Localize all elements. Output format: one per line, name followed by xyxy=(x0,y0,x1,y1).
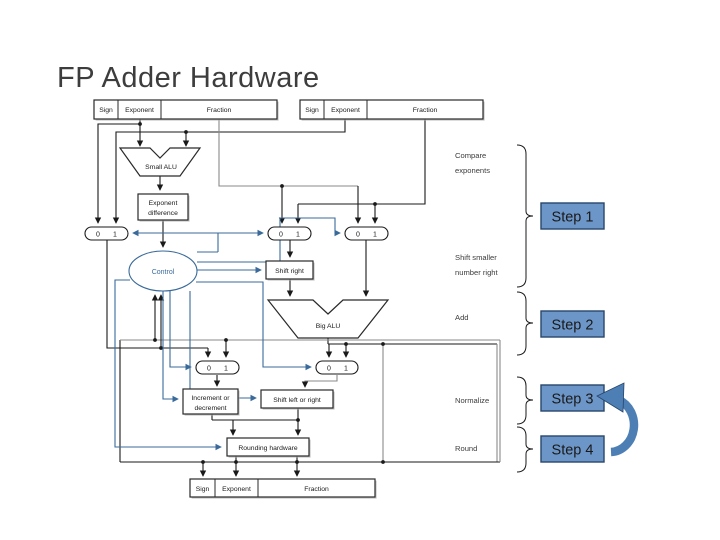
mux-exponent-adjust: 0 1 xyxy=(195,360,240,375)
wire-junction-dots xyxy=(138,122,385,464)
register-top-left: Sign Exponent Fraction xyxy=(93,99,279,121)
datapath-wires xyxy=(94,119,501,477)
svg-text:exponents: exponents xyxy=(455,166,490,175)
field-fraction: Fraction xyxy=(413,107,438,114)
rounding-hardware-block: Rounding hardware xyxy=(226,437,311,458)
stage-round: Round xyxy=(455,444,477,453)
svg-text:1: 1 xyxy=(113,232,117,239)
field-sign: Sign xyxy=(196,486,210,493)
stage-labels: Compare exponents Shift smaller number r… xyxy=(455,151,499,453)
field-fraction: Fraction xyxy=(207,107,232,114)
svg-text:1: 1 xyxy=(373,232,377,239)
step-1-box: Step 1 xyxy=(540,202,605,230)
small-alu-label: Small ALU xyxy=(145,164,177,171)
svg-text:Shift left or right: Shift left or right xyxy=(273,397,321,404)
step-2-box: Step 2 xyxy=(540,310,605,338)
svg-text:Exponent: Exponent xyxy=(149,200,178,207)
svg-text:Shift right: Shift right xyxy=(275,268,304,275)
svg-text:number right: number right xyxy=(455,268,499,277)
mux-fraction-small-select: 0 1 xyxy=(267,226,312,241)
field-exponent: Exponent xyxy=(125,107,154,114)
step-3-box: Step 3 xyxy=(540,384,605,412)
step-braces xyxy=(516,144,534,473)
big-alu-label: Big ALU xyxy=(316,323,341,330)
step-4-box: Step 4 xyxy=(540,435,605,463)
svg-text:0: 0 xyxy=(279,232,283,239)
svg-text:Control: Control xyxy=(152,269,175,276)
mux-normalize-select: 0 1 xyxy=(315,360,359,375)
increment-decrement-block: Increment or decrement xyxy=(182,388,240,416)
stage-normalize: Normalize xyxy=(455,396,489,405)
svg-text:Step 4: Step 4 xyxy=(552,443,594,459)
stage-add: Add xyxy=(455,313,469,322)
svg-text:Step 1: Step 1 xyxy=(552,210,594,226)
stage-shift: Shift smaller xyxy=(455,253,497,262)
svg-text:Step 3: Step 3 xyxy=(552,392,594,408)
svg-text:Increment or: Increment or xyxy=(191,395,230,402)
field-sign: Sign xyxy=(99,107,113,114)
mux-exponent-select: 0 1 xyxy=(84,226,129,241)
svg-text:0: 0 xyxy=(207,366,211,373)
normalize-round-loop-arrow xyxy=(596,382,639,457)
stage-compare: Compare xyxy=(455,151,486,160)
svg-text:0: 0 xyxy=(327,366,331,373)
mux-fraction-big-select: 0 1 xyxy=(344,226,389,241)
svg-text:decrement: decrement xyxy=(194,405,226,412)
exponent-difference-block: Exponent difference xyxy=(137,193,190,222)
shift-left-right-block: Shift left or right xyxy=(260,389,335,410)
svg-text:Step 2: Step 2 xyxy=(552,318,594,334)
slide-title: FP Adder Hardware xyxy=(57,62,320,94)
field-exponent: Exponent xyxy=(331,107,360,114)
shift-right-block: Shift right xyxy=(265,260,315,281)
svg-text:1: 1 xyxy=(344,366,348,373)
field-fraction: Fraction xyxy=(304,486,329,493)
svg-text:0: 0 xyxy=(356,232,360,239)
small-alu: Small ALU xyxy=(118,147,202,177)
control-unit: Control xyxy=(128,250,198,292)
register-result: Sign Exponent Fraction xyxy=(189,478,377,499)
svg-text:1: 1 xyxy=(296,232,300,239)
svg-text:Rounding hardware: Rounding hardware xyxy=(238,445,298,452)
field-exponent: Exponent xyxy=(222,486,251,493)
svg-text:1: 1 xyxy=(224,366,228,373)
svg-text:0: 0 xyxy=(96,232,100,239)
register-top-right: Sign Exponent Fraction xyxy=(299,99,485,121)
svg-text:difference: difference xyxy=(148,210,178,217)
big-alu: Big ALU xyxy=(266,299,390,339)
field-sign: Sign xyxy=(305,107,319,114)
